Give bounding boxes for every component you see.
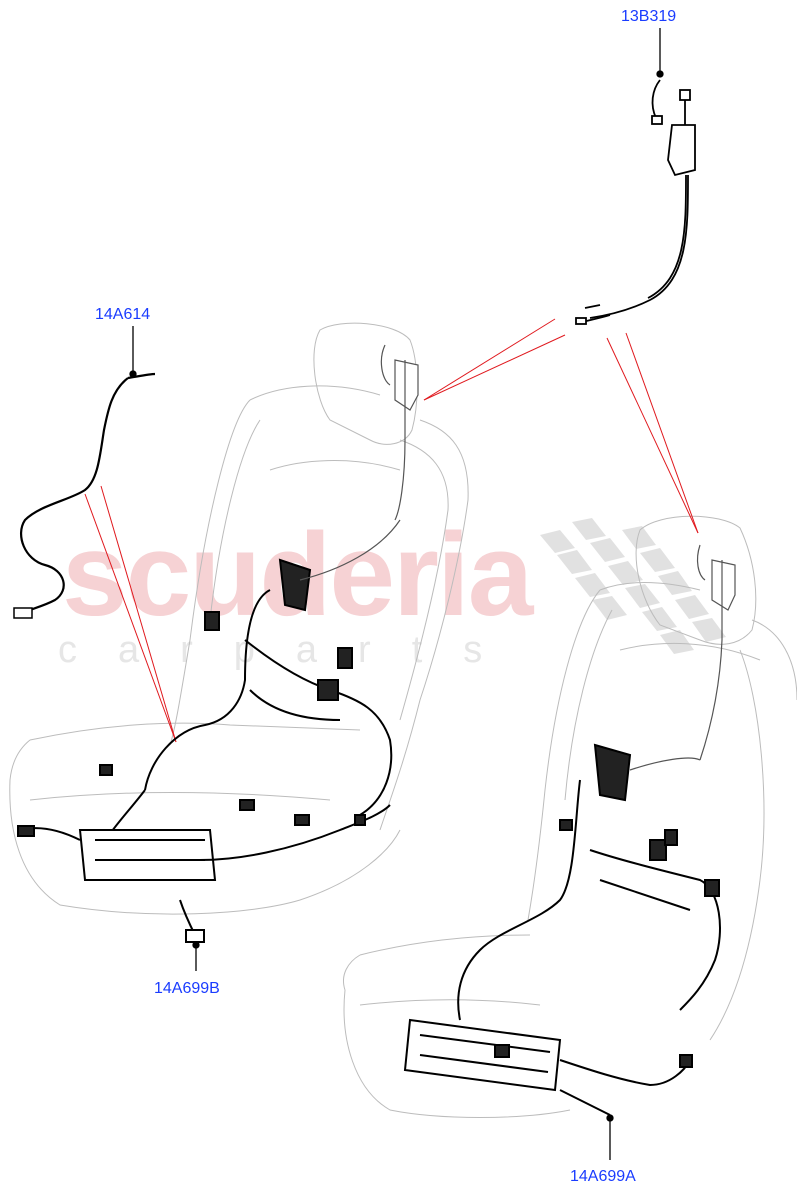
seat-harness-14A699B: [17, 558, 393, 943]
checker-flag-watermark: [540, 518, 726, 654]
callout-14A614[interactable]: 14A614: [95, 306, 151, 323]
callout-14A699A[interactable]: 14A699A: [570, 1168, 636, 1185]
right-seat-outline: [343, 515, 797, 1118]
watermark-subtext: carparts: [58, 629, 524, 671]
cable-14A614: [13, 372, 156, 619]
left-headrest-module: [299, 344, 419, 581]
callout-14A699B[interactable]: 14A699B: [154, 980, 220, 997]
callout-13B319[interactable]: 13B319: [621, 8, 677, 25]
headrest-harness-13B319: [575, 79, 696, 325]
seat-harness-14A699A: [403, 743, 721, 1116]
reference-lines: [84, 318, 699, 743]
leader-lines: [129, 28, 664, 1160]
left-seat-outline: [9, 322, 469, 915]
right-headrest-module: [629, 544, 736, 771]
